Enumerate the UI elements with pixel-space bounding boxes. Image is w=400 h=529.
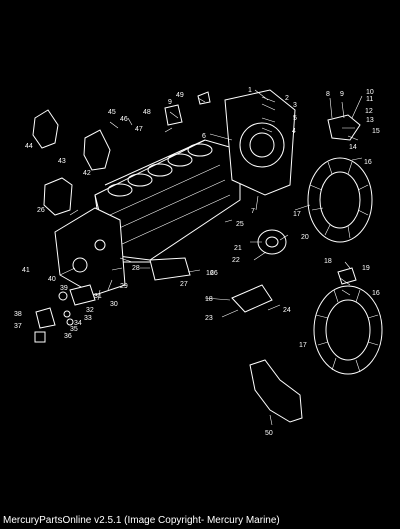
callout: 44 [25,143,33,150]
footer-caption: MercuryPartsOnline v2.5.1 (Image Copyrig… [3,515,280,526]
callout: 14 [349,144,357,151]
callout: 21 [234,245,242,252]
callout: 10 [366,89,374,96]
callout: 27 [180,281,188,288]
callout: 17 [293,211,301,218]
callout: 1 [248,87,252,94]
callout: 19 [362,265,370,272]
callout: 3 [293,102,297,109]
callout: 42 [83,170,91,177]
callout: 47 [135,126,143,133]
leader-lines [59,89,363,426]
callout: 38 [14,311,22,318]
callout: 29 [120,283,128,290]
callout: 37 [14,323,22,330]
callout: 5 [293,115,297,122]
callout: 4 [292,128,296,135]
callout: 20 [301,234,309,241]
callout: 2 [285,95,289,102]
flywheel-ring-lower [313,285,383,375]
engine-mount-bracket [249,359,303,423]
callout: 39 [60,285,68,292]
flywheel-ring-upper [307,157,373,243]
flange-adapter [257,229,287,255]
callout: 7 [251,208,255,215]
callout: 16 [372,290,380,297]
callout: 32 [86,307,94,314]
callout: 13 [366,117,374,124]
small-parts [32,91,361,343]
callout: 23 [205,315,213,322]
callout: 12 [365,108,373,115]
callout: 43 [58,158,66,165]
callout: 26 [37,207,45,214]
callout: 33 [84,315,92,322]
callout: 25 [236,221,244,228]
callout: 17 [299,342,307,349]
bell-housing [224,89,296,196]
callout: 28 [132,265,140,272]
copyright-footer: MercuryPartsOnline v2.5.1 (Image Copyrig… [0,513,400,529]
callout: 34 [74,320,82,327]
callout: 45 [108,109,116,116]
callout: 35 [70,326,78,333]
callout: 15 [372,128,380,135]
callout: 22 [232,257,240,264]
callout: 16 [364,159,372,166]
callout: 31 [94,293,102,300]
callout: 48 [143,109,151,116]
callout: 9 [168,99,172,106]
callout: 46 [120,116,128,123]
callout: 50 [265,430,273,437]
callout: 18 [205,296,213,303]
callout: 9 [340,91,344,98]
callout-labels: 1 2 3 4 5 6 7 8 9 9 10 11 12 13 14 15 16… [14,87,380,437]
callout: 6 [202,133,206,140]
callout: 16 [206,270,214,277]
exploded-parts-diagram: 1 2 3 4 5 6 7 8 9 9 10 11 12 13 14 15 16… [14,87,383,437]
callout: 11 [366,96,373,103]
callout: 40 [48,276,56,283]
callout: 18 [324,258,332,265]
callout: 8 [326,91,330,98]
callout: 24 [283,307,291,314]
callout: 41 [22,267,30,274]
front-timing-cover [54,207,126,296]
callout: 36 [64,333,72,340]
callout: 49 [176,92,184,99]
callout: 30 [110,301,118,308]
callout: 26 [210,270,218,277]
